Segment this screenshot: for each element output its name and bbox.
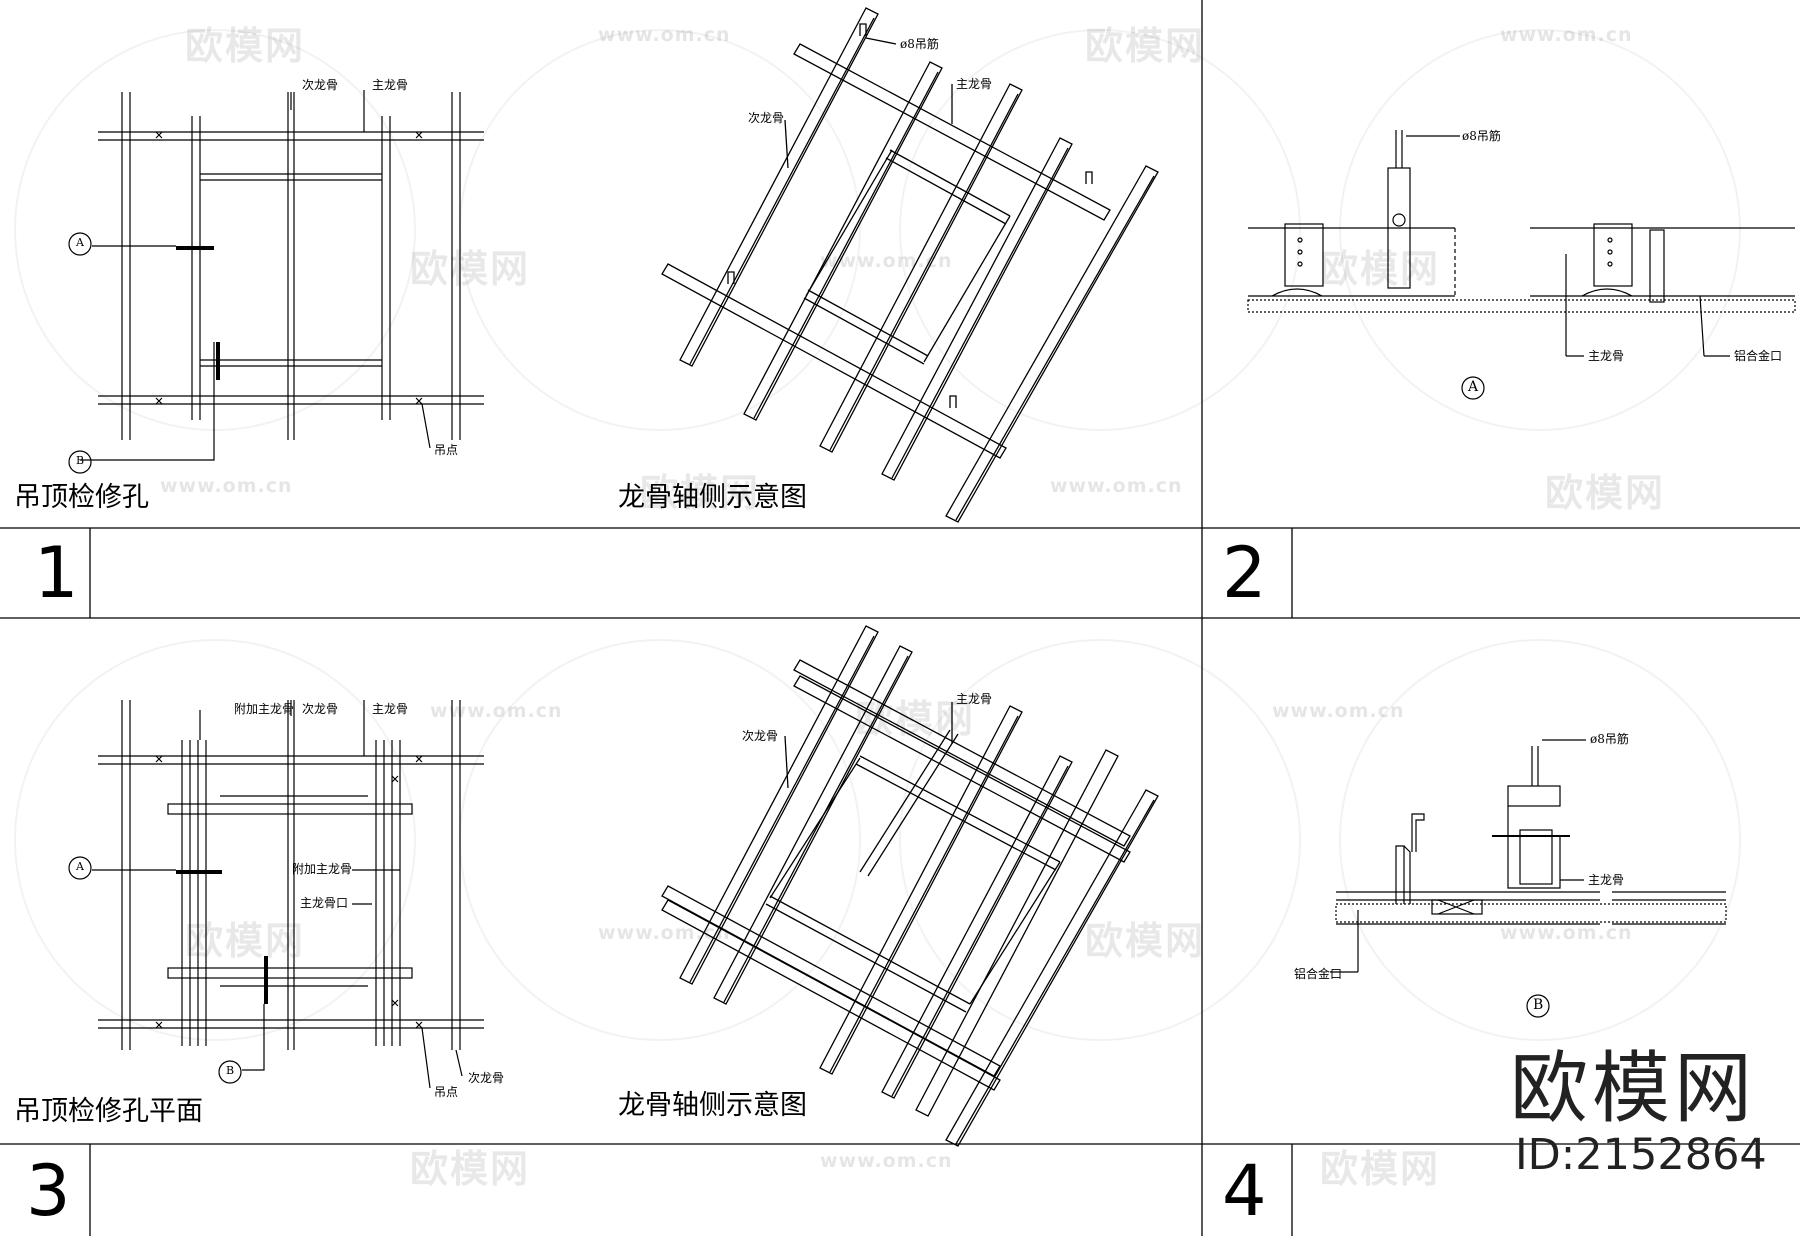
- watermark-url: www.om.cn: [1050, 475, 1183, 497]
- watermark-logo: 欧模网: [410, 247, 531, 291]
- label-secondary-keel: 次龙骨: [748, 111, 785, 125]
- watermark-url: www.om.cn: [820, 250, 953, 272]
- watermark-url: www.om.cn: [1272, 700, 1405, 722]
- label-secondary-keel: 次龙骨: [742, 729, 779, 743]
- watermark-logo: 欧模网: [1545, 471, 1666, 515]
- watermark-logo: 欧模网: [1085, 24, 1206, 68]
- label-section-b: B: [226, 1064, 235, 1077]
- label-hanger-rod: ø8吊筋: [900, 37, 939, 51]
- label-main-keel: 主龙骨: [1588, 349, 1625, 363]
- watermark-logo: 欧模网: [1320, 1147, 1441, 1191]
- label-section-a: A: [1468, 379, 1479, 395]
- watermark-logo: 欧模网: [185, 919, 306, 963]
- access-hatch-plan-1: [68, 90, 484, 474]
- label-main-keel: 主龙骨: [956, 692, 993, 706]
- label-section-a: A: [76, 236, 84, 249]
- panel-number-1: 1: [34, 532, 79, 614]
- watermark-logo: 欧模网: [1320, 247, 1441, 291]
- section-a-detail: [1247, 130, 1796, 400]
- label-main-keel: 主龙骨: [372, 78, 409, 92]
- label-main-keel: 主龙骨: [956, 77, 993, 91]
- label-hanging-point: 吊点: [434, 443, 459, 457]
- label-extra-main-keel: 附加主龙骨: [292, 862, 353, 876]
- label-main-keel: 主龙骨: [1588, 873, 1625, 887]
- label-extra-main-keel: 附加主龙骨: [234, 702, 295, 716]
- watermark-logo: 欧模网: [185, 24, 306, 68]
- label-secondary-keel: 次龙骨: [302, 78, 339, 92]
- watermark-url: www.om.cn: [430, 700, 563, 722]
- watermark-circles: [14, 29, 1741, 1041]
- panel-number-2: 2: [1222, 532, 1267, 614]
- plan-title-1: 吊顶检修孔: [14, 482, 149, 513]
- watermark-url: www.om.cn: [598, 922, 731, 944]
- watermark-logo: 欧模网: [410, 1147, 531, 1191]
- keel-axonometric-1: [661, 7, 1159, 523]
- label-hanging-point: 吊点: [434, 1085, 459, 1099]
- watermark-url: www.om.cn: [1500, 24, 1633, 46]
- panel-number-4: 4: [1222, 1150, 1267, 1232]
- label-section-b: B: [76, 454, 85, 467]
- watermark-url: www.om.cn: [598, 24, 731, 46]
- label-aluminium-edge: 铝合金口: [1294, 967, 1343, 981]
- panel-number-3: 3: [26, 1150, 71, 1232]
- brand-id: ID:2152864: [1515, 1130, 1767, 1180]
- plan-title-3: 吊顶检修孔平面: [14, 1096, 203, 1127]
- access-hatch-plan-3: [68, 700, 484, 1089]
- label-hanger-rod: ø8吊筋: [1462, 129, 1501, 143]
- label-hanger-rod: ø8吊筋: [1590, 732, 1629, 746]
- brand-logo-text: 欧模网: [1510, 1044, 1757, 1134]
- watermark-url: www.om.cn: [820, 1150, 953, 1172]
- label-secondary-keel: 次龙骨: [468, 1071, 505, 1085]
- label-section-b: B: [1533, 997, 1544, 1013]
- watermark-logo: 欧模网: [640, 471, 761, 515]
- section-b-detail: [1330, 739, 1727, 1018]
- label-section-a: A: [76, 860, 84, 873]
- label-aluminium-edge: 铝合金口: [1734, 349, 1783, 363]
- label-main-keel-opening: 主龙骨口: [300, 896, 349, 910]
- label-main-keel: 主龙骨: [372, 702, 409, 716]
- axon-title-1: 龙骨轴侧示意图: [618, 482, 807, 513]
- keel-axonometric-3: [661, 625, 1159, 1147]
- watermark-url: www.om.cn: [160, 475, 293, 497]
- axon-title-3: 龙骨轴侧示意图: [618, 1090, 807, 1121]
- label-secondary-keel: 次龙骨: [302, 702, 339, 716]
- watermark-logo: 欧模网: [1085, 919, 1206, 963]
- watermark-url: www.om.cn: [1500, 922, 1633, 944]
